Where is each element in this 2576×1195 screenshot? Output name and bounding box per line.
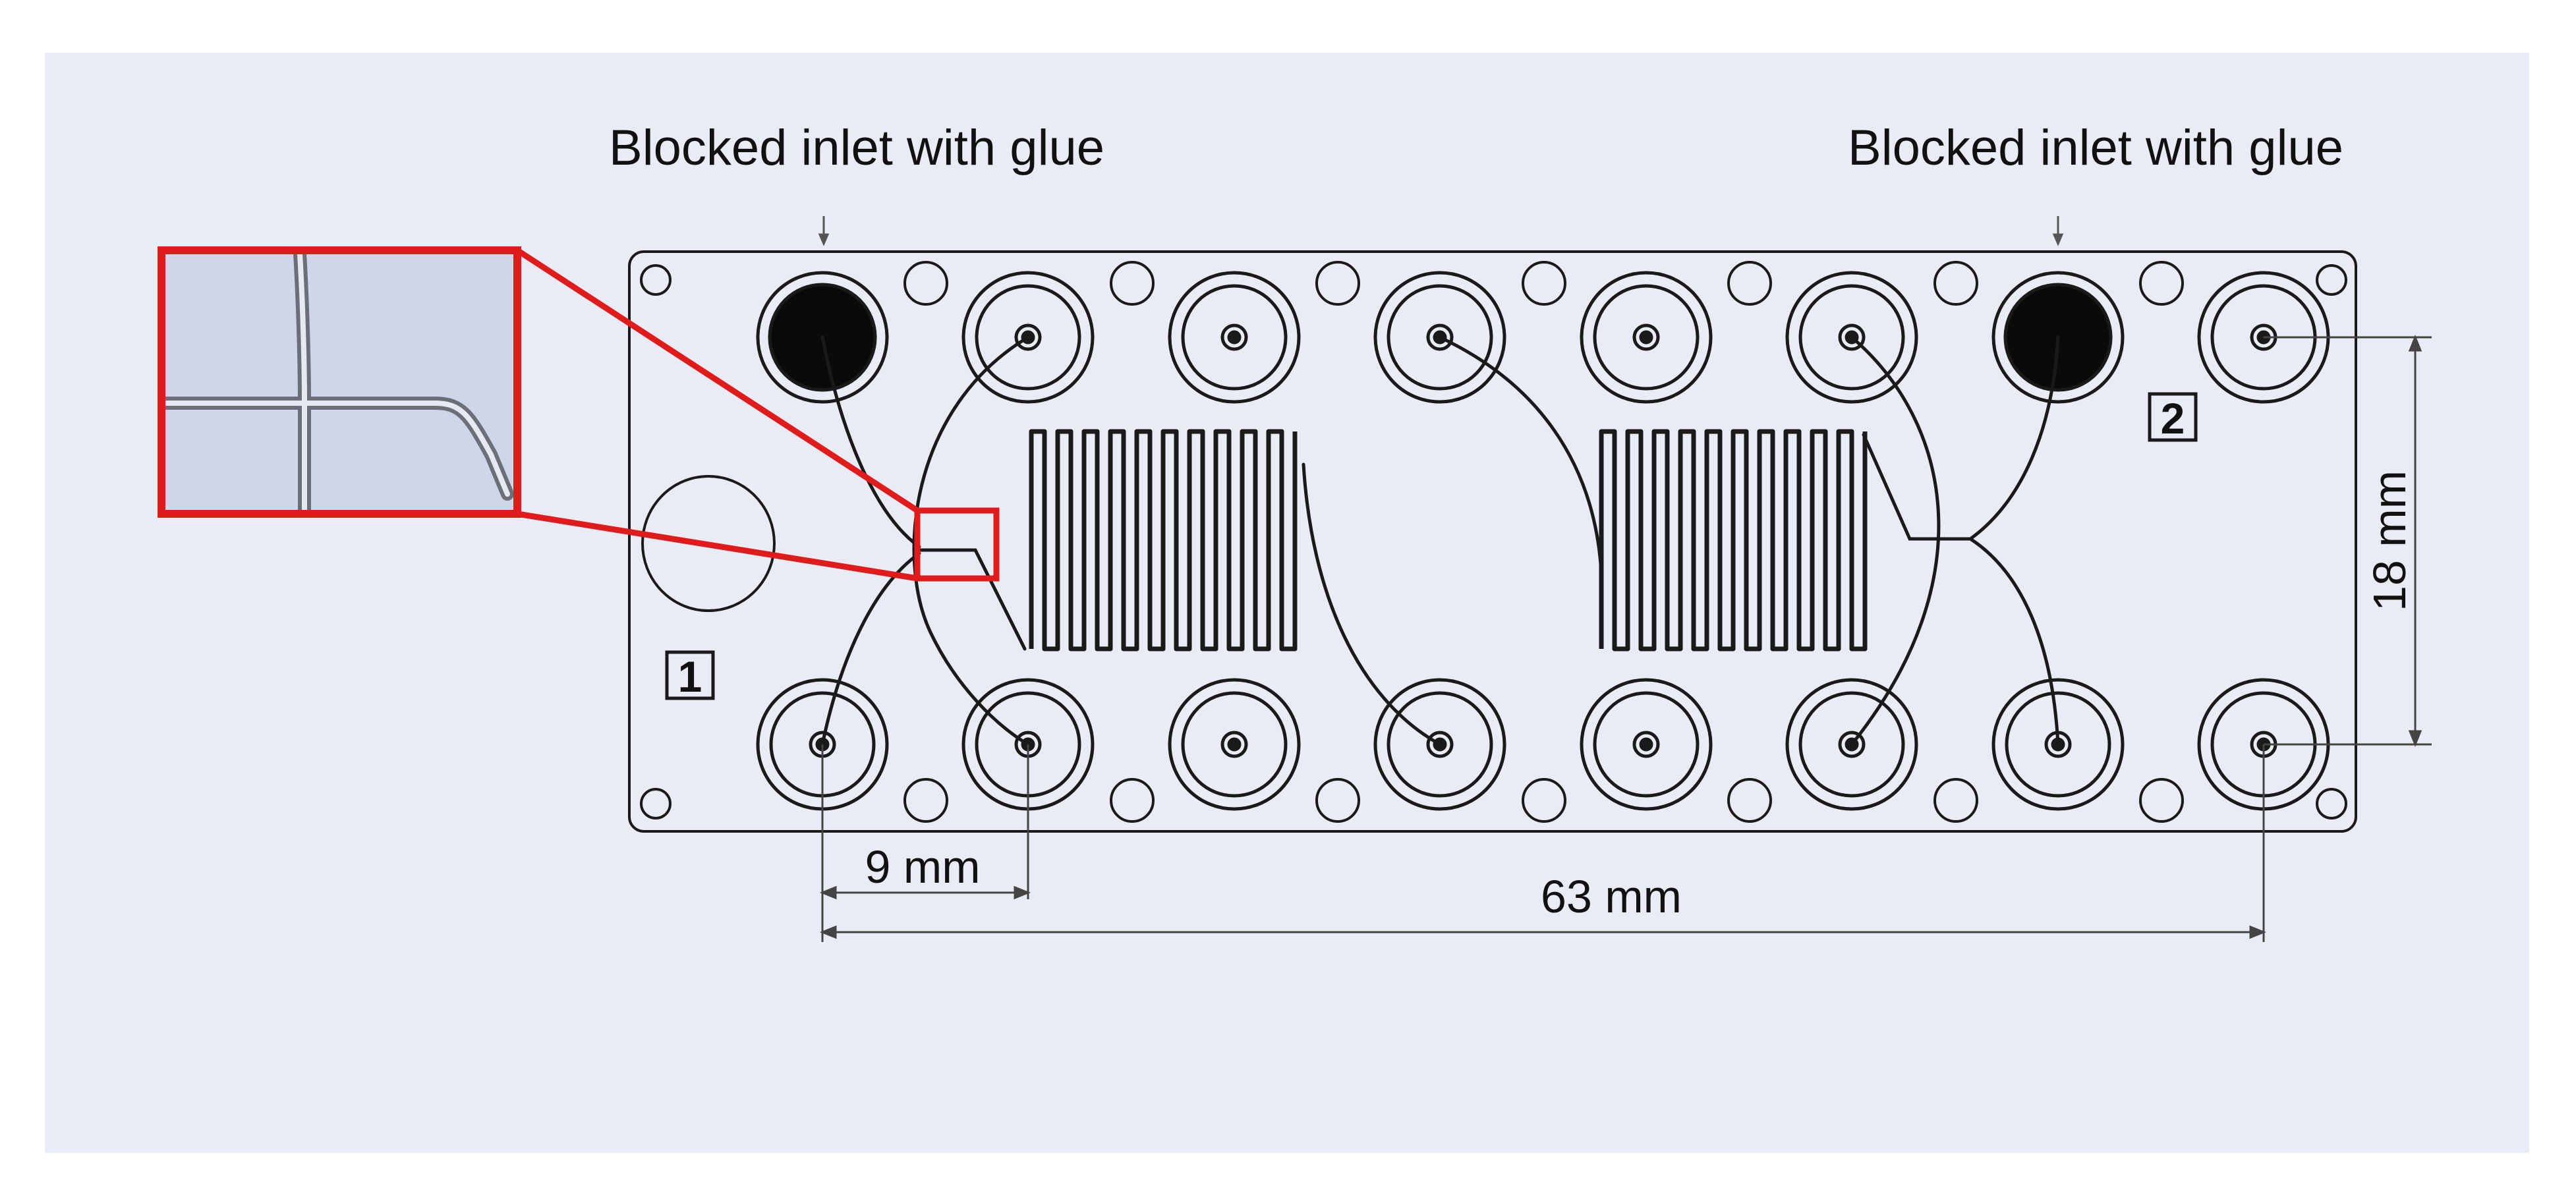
zoom-source-box — [914, 507, 1000, 582]
alignment-hole — [903, 778, 948, 823]
alignment-hole — [1727, 261, 1772, 306]
alignment-hole — [2139, 261, 2184, 306]
channel — [1968, 335, 2060, 541]
zoom-callout — [515, 248, 1000, 582]
marker-1-label: 1 — [678, 652, 702, 701]
channel — [820, 335, 921, 549]
port — [1785, 271, 1918, 404]
alignment-hole — [1522, 778, 1566, 823]
alignment-hole — [1522, 261, 1566, 306]
dimension-length-label: 63 mm — [1541, 871, 1682, 922]
channel — [820, 551, 921, 746]
callout-line-bottom — [517, 511, 918, 582]
alignment-hole — [1727, 778, 1772, 823]
marker-2: 2 — [2148, 392, 2198, 443]
serpentine-channel-left — [1029, 429, 1298, 652]
port — [1580, 271, 1713, 404]
top-port-row — [756, 271, 2330, 404]
alignment-hole — [1933, 261, 1978, 306]
magnified-inset — [157, 246, 521, 518]
background-panel — [45, 53, 2529, 1153]
reservoir-circle — [641, 475, 776, 612]
marker-2-label: 2 — [2161, 394, 2185, 443]
channel — [1438, 335, 1603, 575]
callout-line-top — [515, 248, 919, 513]
channel — [1302, 462, 1442, 746]
port — [1168, 271, 1301, 404]
alignment-hole — [1933, 778, 1978, 823]
port — [1580, 678, 1713, 811]
alignment-holes — [903, 261, 2184, 823]
alignment-hole — [1110, 778, 1155, 823]
corner-hole — [640, 788, 672, 820]
channel — [1850, 335, 1941, 746]
blocked-inlet-arrows — [818, 216, 2064, 246]
dimension-lines — [819, 334, 2432, 942]
blocked-inlet-label-left: Blocked inlet with glue — [609, 120, 1104, 176]
corner-hole — [2316, 788, 2347, 820]
alignment-hole — [1110, 261, 1155, 306]
channel — [915, 548, 1027, 651]
corner-holes — [640, 264, 2347, 820]
port — [1785, 678, 1918, 811]
port — [961, 271, 1095, 404]
fluid-channels — [820, 335, 2060, 746]
channel — [912, 335, 1030, 746]
blocked-inlet-label-right: Blocked inlet with glue — [1848, 120, 2343, 176]
alignment-hole — [1315, 778, 1360, 823]
corner-hole — [2316, 264, 2347, 296]
corner-hole — [640, 264, 672, 296]
inset-image — [161, 250, 517, 514]
dimension-spacing-label: 18 mm — [2364, 470, 2415, 611]
inset-channels-core — [162, 251, 510, 513]
port — [1168, 678, 1301, 811]
dimension-pitch-label: 9 mm — [865, 841, 981, 893]
chip-outline — [628, 250, 2357, 833]
channel — [1968, 537, 2060, 746]
inset-frame — [157, 246, 521, 518]
alignment-hole — [903, 261, 948, 306]
serpentine-channel-right — [1599, 429, 1868, 652]
marker-1: 1 — [665, 650, 715, 701]
alignment-hole — [1315, 261, 1360, 306]
channel — [1862, 433, 1972, 541]
alignment-hole — [2139, 778, 2184, 823]
